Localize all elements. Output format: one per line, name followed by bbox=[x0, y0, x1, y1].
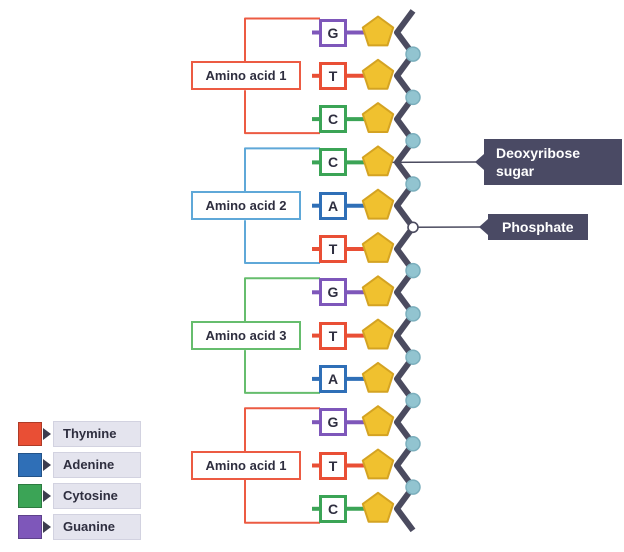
base-box: C bbox=[319, 148, 347, 177]
deoxyribose-sugar-pentagon bbox=[361, 232, 395, 263]
phosphate-circle bbox=[405, 133, 421, 149]
arrow-left-icon bbox=[475, 154, 484, 170]
cytosine-colour-swatch bbox=[18, 484, 42, 508]
amino-acid-bracket bbox=[244, 480, 320, 524]
base-letter: C bbox=[327, 500, 339, 517]
deoxyribose-sugar-pentagon bbox=[361, 405, 395, 437]
deoxyribose-sugar-pentagon bbox=[361, 102, 395, 133]
phosphate-circle bbox=[405, 46, 421, 62]
deoxyribose-sugar-pentagon bbox=[361, 448, 395, 480]
guanine-colour-swatch bbox=[18, 515, 42, 539]
base-letter: G bbox=[327, 414, 339, 431]
deoxyribose-sugar-pentagon bbox=[361, 145, 395, 177]
amino-acid-bracket bbox=[244, 350, 320, 394]
base-letter: T bbox=[328, 457, 338, 474]
base-box: T bbox=[319, 451, 347, 480]
phosphate-circle bbox=[405, 436, 421, 452]
base-colour-legend: Thymine Adenine Cytosine Guanine bbox=[18, 421, 141, 545]
legend-label: Adenine bbox=[53, 452, 141, 478]
amino-acid-label: Amino acid 2 bbox=[191, 191, 301, 221]
base-box: G bbox=[319, 278, 347, 307]
base-box: A bbox=[319, 191, 347, 220]
amino-acid-label-text: Amino acid 1 bbox=[205, 68, 287, 84]
phosphate-circle bbox=[405, 262, 421, 279]
legend-item-guanine: Guanine bbox=[18, 514, 141, 540]
legend-pointer-icon bbox=[43, 428, 51, 440]
arrow-left-icon bbox=[479, 219, 488, 235]
base-letter: T bbox=[328, 67, 338, 84]
base-box: A bbox=[319, 364, 347, 393]
legend-item-cytosine: Cytosine bbox=[18, 483, 141, 509]
amino-acid-bracket bbox=[244, 17, 320, 62]
base-letter: T bbox=[328, 327, 338, 344]
phosphate-circle bbox=[405, 306, 421, 322]
base-box: T bbox=[319, 321, 347, 350]
phosphate-circle bbox=[405, 89, 421, 106]
phosphate-callout: Phosphate bbox=[479, 214, 588, 240]
thymine-colour-swatch bbox=[18, 422, 42, 446]
legend-pointer-icon bbox=[43, 459, 51, 471]
phosphate-circle bbox=[405, 176, 421, 192]
amino-acid-label: Amino acid 1 bbox=[191, 61, 301, 91]
base-letter: C bbox=[327, 111, 339, 128]
amino-acid-bracket bbox=[244, 147, 320, 192]
base-letter: C bbox=[327, 154, 339, 171]
deoxyribose-sugar-pentagon bbox=[361, 318, 395, 350]
base-box: T bbox=[319, 235, 347, 263]
deoxyribose-sugar-pentagon bbox=[361, 58, 395, 90]
phosphate-circle bbox=[405, 392, 421, 409]
legend-item-adenine: Adenine bbox=[18, 452, 141, 478]
phosphate-circle bbox=[405, 349, 421, 365]
deoxyribose-sugar-pentagon bbox=[361, 491, 395, 523]
phosphate-circle bbox=[405, 479, 421, 495]
amino-acid-label-text: Amino acid 3 bbox=[205, 328, 287, 344]
base-letter: A bbox=[327, 370, 339, 387]
base-box: T bbox=[319, 61, 347, 90]
legend-item-thymine: Thymine bbox=[18, 421, 141, 447]
amino-acid-bracket bbox=[244, 277, 320, 322]
amino-acid-label-text: Amino acid 1 bbox=[205, 458, 287, 473]
amino-acid-bracket bbox=[244, 90, 320, 135]
legend-label: Guanine bbox=[53, 514, 141, 540]
deoxyribose-sugar-pentagon bbox=[361, 361, 395, 393]
adenine-colour-swatch bbox=[18, 453, 42, 477]
phosphate-highlight-circle bbox=[407, 221, 419, 234]
base-letter: G bbox=[327, 284, 339, 301]
amino-acid-label: Amino acid 1 bbox=[191, 451, 301, 480]
deoxyribose-sugar-pentagon bbox=[361, 15, 395, 47]
base-letter: A bbox=[327, 197, 339, 214]
callout-text: Phosphate bbox=[502, 219, 574, 235]
amino-acid-label-text: Amino acid 2 bbox=[205, 198, 287, 214]
amino-acid-bracket bbox=[244, 220, 320, 264]
deoxyribose-sugar-callout: Deoxyribose sugar bbox=[475, 139, 622, 185]
amino-acid-label: Amino acid 3 bbox=[191, 321, 301, 351]
legend-pointer-icon bbox=[43, 490, 51, 502]
legend-pointer-icon bbox=[43, 521, 51, 533]
deoxyribose-sugar-pentagon bbox=[361, 275, 395, 307]
legend-label: Cytosine bbox=[53, 483, 141, 509]
deoxyribose-sugar-pentagon bbox=[361, 188, 395, 220]
amino-acid-bracket bbox=[244, 407, 320, 451]
base-letter: T bbox=[328, 241, 338, 257]
callout-text: Deoxyribose sugar bbox=[496, 145, 581, 179]
base-box: G bbox=[319, 408, 347, 437]
base-letter: G bbox=[327, 24, 339, 41]
base-box: C bbox=[319, 494, 347, 523]
base-box: C bbox=[319, 105, 347, 134]
legend-label: Thymine bbox=[53, 421, 141, 447]
base-box: G bbox=[319, 18, 347, 47]
